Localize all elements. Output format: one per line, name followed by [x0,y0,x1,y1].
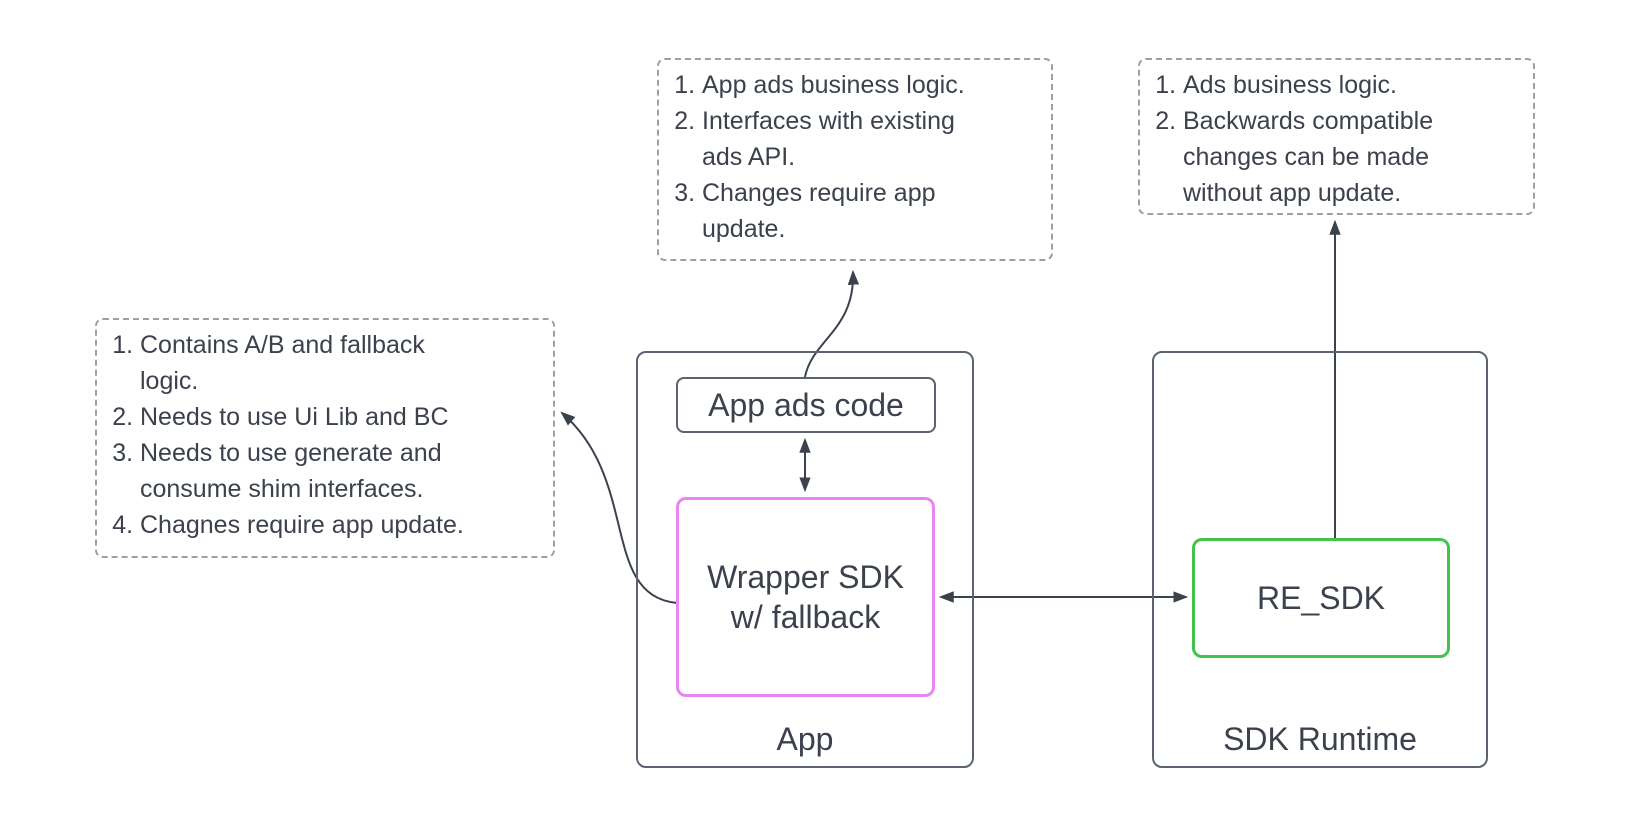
note-wrapper-sdk: Contains A/B and fallback logic. Needs t… [95,318,555,558]
note-re-sdk-list: Ads business logic. Backwards compatible… [1149,67,1527,211]
re-sdk-label: RE_SDK [1256,580,1386,616]
note-app-ads-code: App ads business logic. Interfaces with … [657,58,1053,261]
app-ads-code-shape: App ads code [676,377,936,433]
sdk-runtime-container-label: SDK Runtime [1223,721,1417,757]
app-ads-code-label: App ads code [708,387,904,423]
note-item: Needs to use Ui Lib and BC [140,399,547,435]
note-item: Ads business logic. [1183,67,1527,103]
note-item: Chagnes require app update. [140,507,547,543]
note-wrapper-list: Contains A/B and fallback logic. Needs t… [106,327,547,543]
note-item: Needs to use generate and consume shim i… [140,435,547,507]
note-item: Changes require app update. [702,175,1045,247]
app-container-label: App [776,721,834,757]
app-container: App [636,351,974,768]
sdk-runtime-container: SDK Runtime [1152,351,1488,768]
note-item: Interfaces with existing ads API. [702,103,1045,175]
note-app-ads-list: App ads business logic. Interfaces with … [668,67,1045,247]
note-item: App ads business logic. [702,67,1045,103]
note-re-sdk: Ads business logic. Backwards compatible… [1138,58,1535,215]
note-item: Backwards compatible changes can be made… [1183,103,1527,211]
re-sdk-shape: RE_SDK [1192,538,1450,658]
note-item: Contains A/B and fallback logic. [140,327,547,399]
wrapper-sdk-label: Wrapper SDK w/ fallback [707,559,904,635]
wrapper-sdk-shape: Wrapper SDK w/ fallback [676,497,935,697]
